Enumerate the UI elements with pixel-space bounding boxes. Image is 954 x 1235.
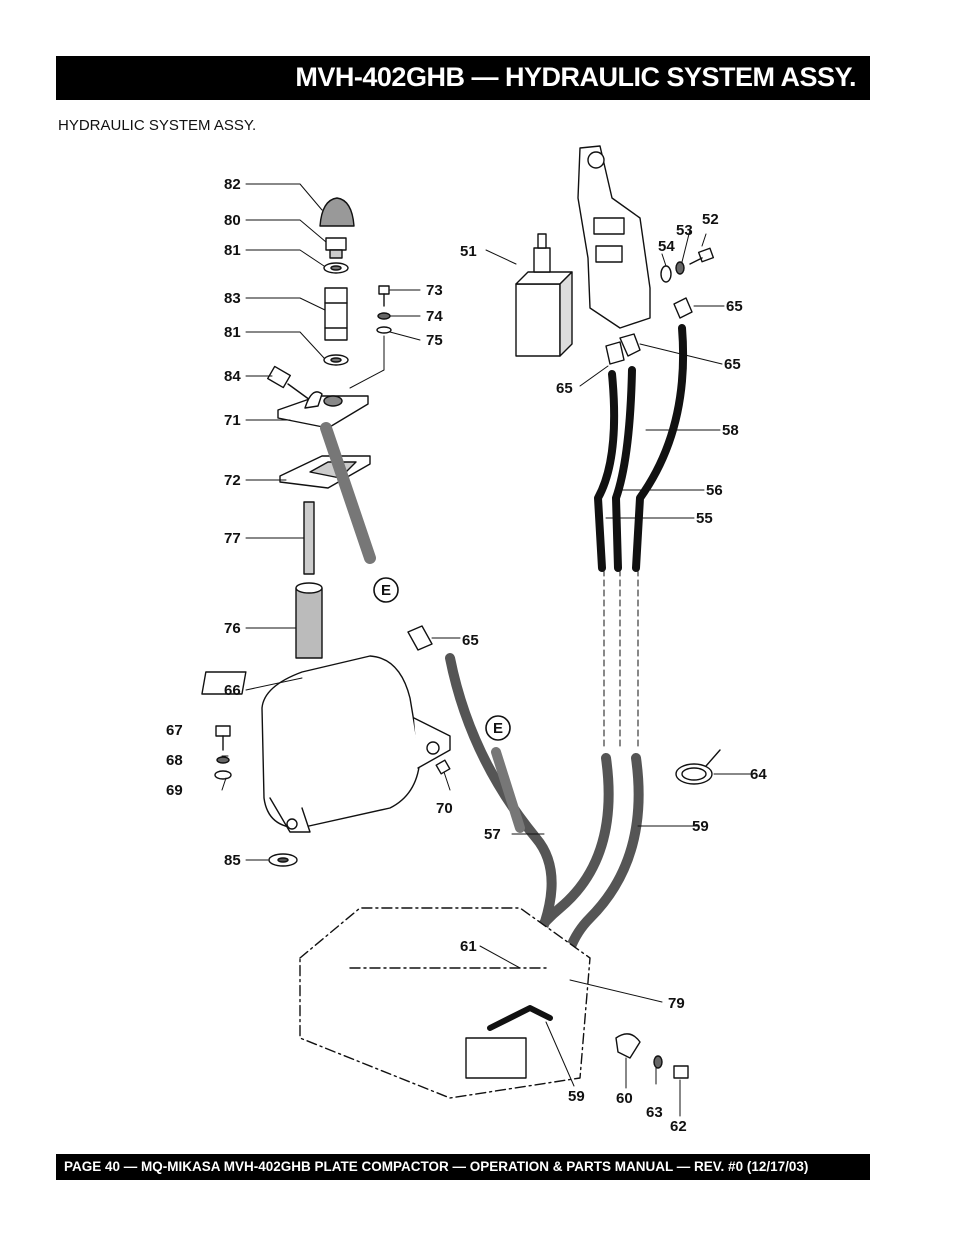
callout-85: 85	[224, 852, 241, 869]
callout-62: 62	[670, 1118, 687, 1135]
lockwasher-74	[377, 312, 391, 320]
washer-81-bottom	[323, 354, 349, 366]
callout-64: 64	[750, 766, 767, 783]
washer-75	[376, 326, 392, 334]
hydraulic-tank-66	[201, 655, 451, 833]
washer-81-top	[323, 262, 349, 274]
lockwasher-68	[216, 756, 230, 764]
elbow-65-right	[673, 297, 693, 319]
gasket-72	[279, 455, 371, 489]
footer-bar: PAGE 40 — MQ-MIKASA MVH-402GHB PLATE COM…	[56, 1154, 870, 1180]
fitting-84	[267, 365, 311, 401]
callout-55: 55	[696, 510, 713, 527]
elbow-65-tank	[407, 625, 433, 651]
hydraulic-system-exploded-diagram: E E 82 80 81 83 81 84 71 72 77 76 66 67 …	[166, 145, 767, 1135]
callout-71: 71	[224, 412, 241, 429]
bolt-73	[378, 285, 390, 307]
hose-clamp-64	[675, 749, 721, 785]
callout-67: 67	[166, 722, 183, 739]
bolt-67	[215, 725, 231, 751]
callout-68: 68	[166, 752, 183, 769]
header-bar: MVH-402GHB — HYDRAULIC SYSTEM ASSY.	[56, 56, 870, 100]
lockwasher-53	[675, 261, 685, 275]
callout-58: 58	[722, 422, 739, 439]
vibrator-case	[299, 907, 591, 1099]
hose-return-E	[491, 747, 525, 833]
bolt-62	[673, 1065, 689, 1079]
elbow-65-mid	[619, 333, 641, 357]
hose-56	[612, 366, 636, 572]
strainer-76	[295, 582, 323, 659]
callout-54: 54	[658, 238, 675, 255]
callout-79: 79	[668, 995, 685, 1012]
callout-81: 81	[224, 324, 241, 341]
callout-63: 63	[646, 1104, 663, 1121]
callout-69: 69	[166, 782, 183, 799]
callout-51: 51	[460, 243, 477, 260]
callout-84: 84	[224, 368, 241, 385]
suction-hose-E	[320, 422, 376, 564]
bolt-52	[689, 247, 715, 265]
callout-59: 59	[568, 1088, 585, 1105]
callout-65: 65	[724, 356, 741, 373]
callout-65: 65	[726, 298, 743, 315]
elbow-65-left	[605, 341, 625, 365]
callout-56: 56	[706, 482, 723, 499]
plug-80	[325, 237, 347, 259]
pipe-77	[303, 501, 315, 575]
callout-labels: 82 80 81 83 81 84 71 72 77 76 66 67 68 6…	[166, 176, 767, 1135]
callout-83: 83	[224, 290, 241, 307]
connection-marker-E-lower: E	[485, 715, 511, 741]
callout-72: 72	[224, 472, 241, 489]
callout-59: 59	[692, 818, 709, 835]
flange-plate-71	[277, 391, 369, 429]
callout-80: 80	[224, 212, 241, 229]
adapter-83	[324, 287, 348, 341]
clamp-60	[615, 1033, 641, 1059]
callout-57: 57	[484, 826, 501, 843]
page-title: MVH-402GHB — HYDRAULIC SYSTEM ASSY.	[295, 62, 856, 92]
callout-81: 81	[224, 242, 241, 259]
hose-57	[445, 653, 557, 963]
footer-text: PAGE 40 — MQ-MIKASA MVH-402GHB PLATE COM…	[64, 1159, 809, 1174]
callout-75: 75	[426, 332, 443, 349]
drain-plug-70	[435, 759, 451, 775]
callout-65: 65	[556, 380, 573, 397]
callout-74: 74	[426, 308, 443, 325]
callout-82: 82	[224, 176, 241, 193]
connection-marker-E-upper: E	[373, 577, 399, 603]
hose-58	[632, 324, 688, 572]
callout-73: 73	[426, 282, 443, 299]
callout-53: 53	[676, 222, 693, 239]
hose-55	[594, 370, 619, 572]
pipe-assembly-61	[465, 1005, 553, 1079]
washer-54	[660, 265, 672, 283]
leader-lines	[221, 183, 755, 1117]
marker-e-label: E	[381, 582, 391, 599]
callout-77: 77	[224, 530, 241, 547]
washer-63	[653, 1055, 663, 1069]
breather-cap-82	[319, 197, 355, 227]
control-valve-51	[515, 233, 573, 357]
callout-60: 60	[616, 1090, 633, 1107]
callout-76: 76	[224, 620, 241, 637]
section-label: HYDRAULIC SYSTEM ASSY.	[58, 117, 257, 134]
washer-85	[268, 853, 298, 867]
callout-70: 70	[436, 800, 453, 817]
callout-52: 52	[702, 211, 719, 228]
handle-bracket	[577, 145, 651, 329]
washer-69	[214, 770, 232, 780]
callout-61: 61	[460, 938, 477, 955]
marker-e-label: E	[493, 720, 503, 737]
hose-break-lines	[603, 569, 639, 751]
callout-65: 65	[462, 632, 479, 649]
callout-66: 66	[224, 682, 241, 699]
